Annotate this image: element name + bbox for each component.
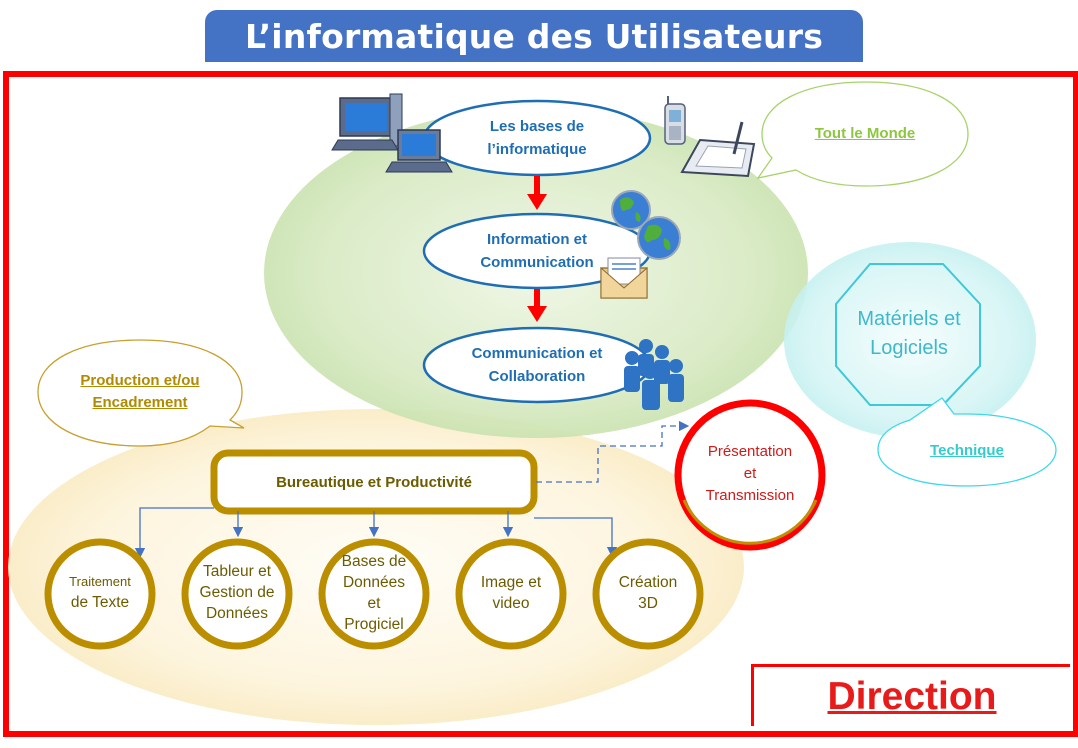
people-group-icon	[624, 339, 684, 410]
tool-traitement-line1: Traitement	[69, 574, 131, 589]
tout-le-monde-label: Tout le Monde	[814, 124, 916, 142]
step-bases-line1: Les bases de	[489, 118, 585, 135]
production-line2: Encadrement	[92, 394, 188, 411]
presentation-line1: Présentation	[707, 443, 793, 460]
tool-bases-donnees-line2: Données	[342, 574, 406, 591]
mobile-phone-icon	[664, 96, 686, 145]
tool-creation-3d-label: Création 3D	[598, 570, 698, 616]
tool-creation-3d[interactable]	[592, 538, 704, 650]
globe-icon	[611, 190, 681, 260]
step-information-label: Information et Communication	[437, 227, 637, 275]
step-bases-label: Les bases de l’informatique	[437, 114, 637, 162]
presentation-circle[interactable]	[674, 399, 826, 551]
tool-traitement-label: Traitement de Texte	[52, 568, 148, 616]
bureautique-label: Bureautique et Productivité	[276, 473, 472, 491]
presentation-connector	[536, 420, 690, 483]
tool-tableur-line3: Données	[205, 604, 269, 622]
tool-image-video-line1: Image et	[480, 574, 542, 591]
materiels-label: Matériels et Logiciels	[838, 304, 980, 364]
tool-image-video-label: Image et video	[461, 570, 561, 616]
callout-production	[37, 339, 245, 447]
step-communication-line2: Collaboration	[488, 368, 586, 385]
step-information-line2: Communication	[480, 254, 594, 271]
tool-image-video-line2: video	[492, 595, 530, 612]
tool-tableur-line2: Gestion de	[199, 583, 275, 601]
tool-bases-donnees-line3: et	[367, 595, 381, 612]
tool-bases-donnees-label: Bases de Données et Progiciel	[324, 548, 424, 638]
step-information-line1: Information et	[487, 231, 587, 248]
tool-traitement-line2: de Texte	[70, 594, 130, 611]
step-bases-line2: l’informatique	[487, 141, 587, 158]
direction-label: Direction	[827, 674, 997, 718]
graphics-tablet-icon	[680, 121, 756, 178]
direction-box: Direction	[751, 664, 1070, 726]
tool-bases-donnees-line1: Bases de	[341, 553, 407, 570]
laptop-icon	[385, 129, 453, 173]
flow-arrow-2	[527, 289, 547, 322]
materiels-line1: Matériels et	[857, 308, 961, 330]
envelope-icon	[600, 257, 648, 299]
tool-tableur[interactable]	[181, 538, 293, 650]
presentation-line2: et	[743, 465, 757, 482]
main-frame	[3, 71, 1078, 737]
step-communication-label: Communication et Collaboration	[437, 341, 637, 389]
step-communication-line1: Communication et	[471, 345, 603, 362]
tool-connectors	[134, 507, 618, 559]
presentation-line3: Transmission	[705, 487, 795, 504]
technique-label: Technique	[930, 441, 1004, 459]
page-title: L’informatique des Utilisateurs	[205, 10, 863, 62]
tool-tableur-line1: Tableur et	[202, 562, 272, 580]
tool-bases-donnees[interactable]	[318, 538, 430, 650]
materiels-line2: Logiciels	[870, 337, 948, 359]
tool-tableur-label: Tableur et Gestion de Données	[187, 558, 287, 626]
tool-traitement[interactable]	[44, 538, 156, 650]
flow-arrow-1	[527, 176, 547, 210]
desktop-computer-icon	[331, 93, 403, 151]
production-label: Production et/ou Encadrement	[50, 370, 230, 414]
presentation-ring-accent	[682, 499, 818, 545]
tool-creation-3d-line2: 3D	[638, 595, 658, 612]
production-line1: Production et/ou	[80, 372, 200, 389]
tool-creation-3d-line1: Création	[618, 574, 678, 591]
tool-bases-donnees-line4: Progiciel	[344, 616, 404, 633]
tool-image-video[interactable]	[455, 538, 567, 650]
callout-tout-le-monde	[756, 81, 969, 187]
presentation-label: Présentation et Transmission	[688, 440, 812, 508]
callout-technique	[877, 397, 1057, 487]
